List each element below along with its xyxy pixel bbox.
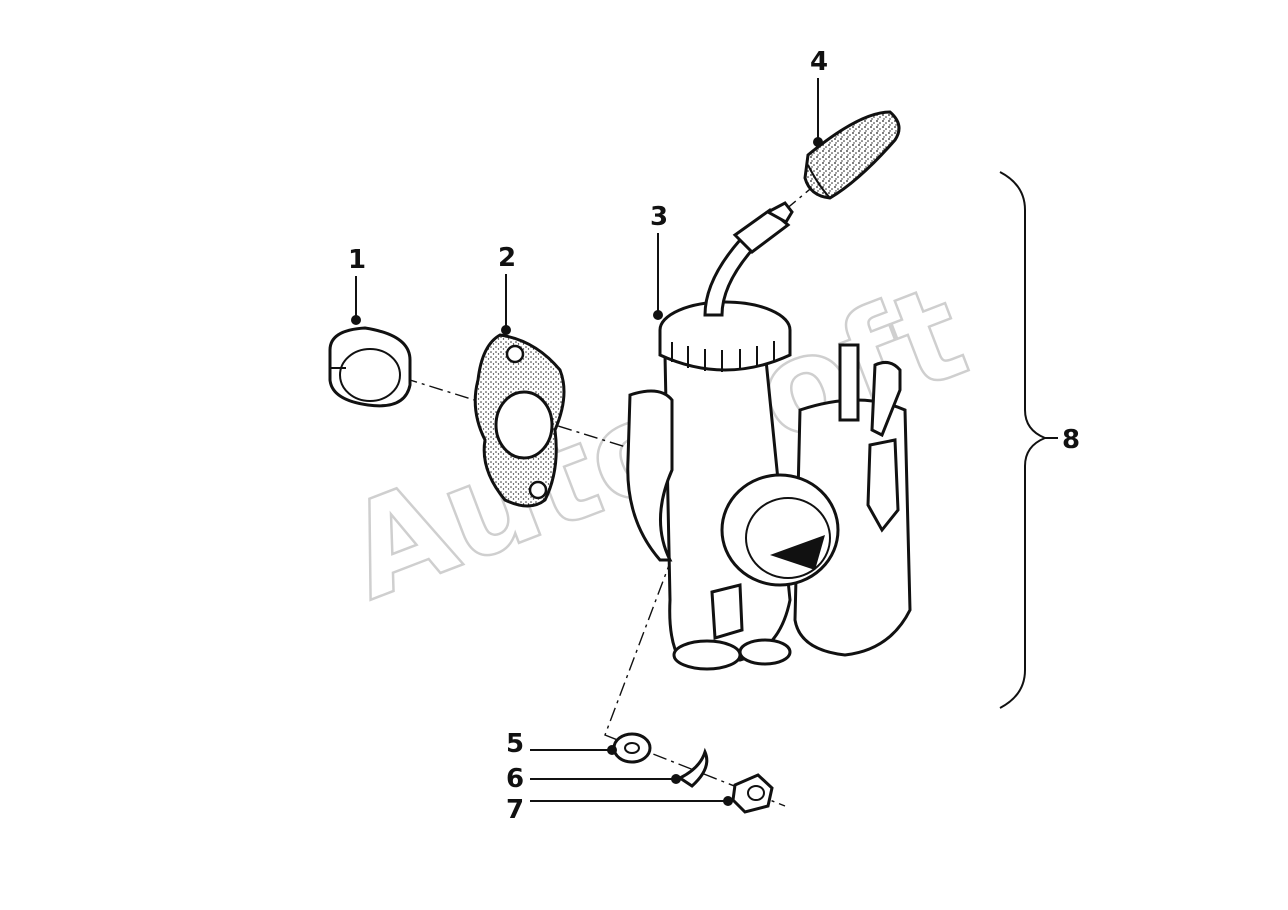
- callout-7: 7: [506, 795, 733, 825]
- callout-7-label: 7: [506, 795, 524, 825]
- callout-6-label: 6: [506, 764, 524, 794]
- callout-2-label: 2: [498, 243, 516, 273]
- lock-clip: [677, 747, 709, 788]
- washer: [612, 732, 652, 764]
- callout-2: 2: [498, 243, 516, 335]
- hex-nut: [731, 773, 774, 814]
- cap-knurls: [671, 341, 775, 372]
- air-filter: [803, 110, 901, 200]
- callout-3: 3: [650, 202, 668, 320]
- callout-4-label: 4: [810, 47, 828, 77]
- carburetor-body: [626, 201, 912, 671]
- callout-4: 4: [810, 47, 828, 147]
- callout-1-label: 1: [348, 245, 366, 275]
- callout-5: 5: [506, 729, 617, 759]
- callout-6: 6: [506, 764, 681, 794]
- callouts: 1 2 3 4 5 6 7: [348, 47, 1080, 825]
- flange-gasket: [473, 333, 566, 508]
- sleeve-ring: [328, 326, 412, 408]
- callout-1: 1: [348, 245, 366, 325]
- callout-8-label: 8: [1062, 425, 1080, 455]
- callout-5-label: 5: [506, 729, 524, 759]
- assembly-bracket: [999, 171, 1048, 709]
- callout-8: 8: [1062, 425, 1080, 455]
- callout-3-label: 3: [650, 202, 668, 232]
